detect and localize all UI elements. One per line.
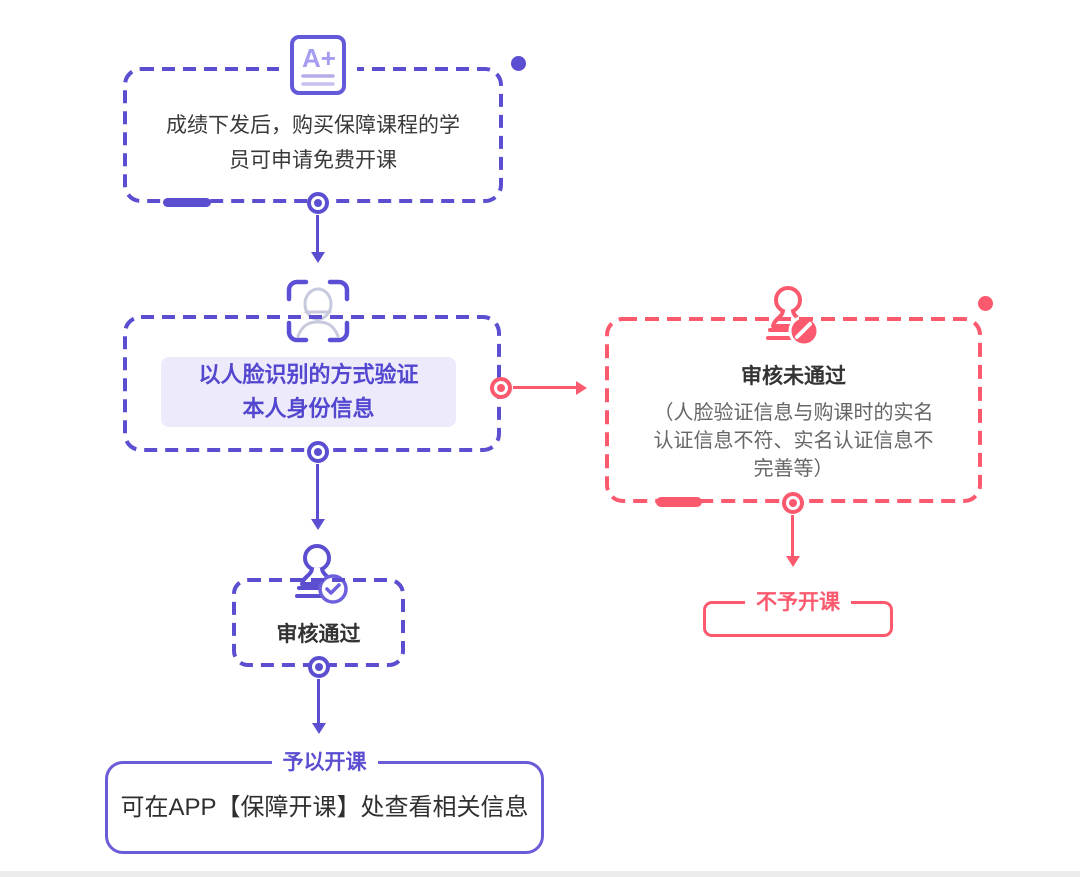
connector-core (314, 199, 322, 207)
connector-core (497, 384, 505, 392)
edge-rejected-denied (791, 515, 794, 556)
apply-corner-dot (511, 56, 526, 71)
edge-apply-faceverify (316, 215, 319, 252)
edge-faceverify-passed (316, 464, 319, 519)
edge-faceverify-passed-arrowhead (311, 519, 325, 530)
edge-passed-granted (317, 679, 320, 723)
review-rejected-detail-line3: 完善等） (753, 458, 834, 480)
edge-rejected-denied-arrowhead (786, 556, 800, 567)
review-passed-node-frame (232, 578, 405, 667)
review-rejected-out-connector (782, 492, 804, 514)
review-passed-out-connector (308, 656, 330, 678)
stamp-check-icon (283, 540, 355, 612)
review-rejected-detail-line2: 认证信息不符、实名认证信息不 (653, 430, 934, 452)
face-verify-reject-connector (490, 377, 512, 399)
apply-node-text-line1: 成绩下发后，购买保障课程的学 (166, 114, 460, 137)
review-rejected-border-tick (656, 497, 702, 507)
apply-node-text-line2: 员可申请免费开课 (229, 149, 397, 172)
course-denied-label: 不予开课 (745, 590, 851, 616)
face-verify-out-connector (307, 441, 329, 463)
course-granted-label: 予以开课 (271, 750, 378, 776)
apply-border-tick (163, 198, 211, 207)
grade-sheet-icon: A+ (279, 32, 357, 98)
review-rejected-detail: （人脸验证信息与购课时的实名 认证信息不符、实名认证信息不 完善等） (605, 399, 982, 483)
face-verify-highlight: 以人脸识别的方式验证 本人身份信息 (161, 357, 456, 427)
stamp-deny-icon (747, 281, 833, 351)
face-verify-text-line2: 本人身份信息 (242, 396, 375, 421)
review-rejected-detail-line1: （人脸验证信息与购课时的实名 (653, 402, 934, 424)
course-granted-node: 予以开课 可在APP【保障开课】处查看相关信息 (105, 750, 544, 854)
page-bottom-divider (0, 871, 1080, 877)
edge-faceverify-rejected (513, 386, 576, 389)
apply-out-connector (307, 192, 329, 214)
connector-core (314, 448, 322, 456)
apply-node-text: 成绩下发后，购买保障课程的学 员可申请免费开课 (123, 108, 503, 178)
course-granted-detail: 可在APP【保障开课】处查看相关信息 (120, 794, 529, 821)
edge-apply-faceverify-arrowhead (311, 252, 325, 263)
face-verify-text-line1: 以人脸识别的方式验证 (198, 362, 419, 387)
edge-faceverify-rejected-arrowhead (576, 381, 587, 395)
connector-core (789, 499, 797, 507)
review-rejected-corner-dot (978, 296, 993, 311)
course-denied-node: 不予开课 (703, 590, 893, 637)
svg-text:A+: A+ (302, 43, 336, 73)
edge-passed-granted-arrowhead (312, 723, 326, 734)
review-rejected-title: 审核未通过 (741, 365, 846, 388)
connector-core (315, 663, 323, 671)
review-passed-title: 审核通过 (276, 623, 361, 646)
